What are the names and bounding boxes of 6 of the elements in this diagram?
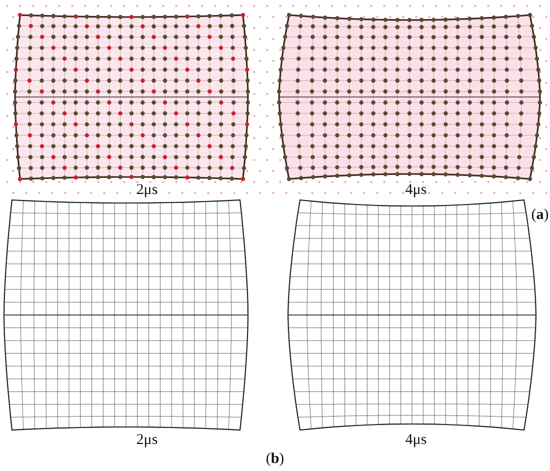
time-label: 4μs	[405, 183, 427, 198]
time-label: 4μs	[405, 433, 427, 448]
panel-label: (b)	[266, 452, 284, 467]
time-label: 2μs	[136, 183, 158, 198]
panel-label: (a)	[531, 208, 549, 223]
time-label: 2μs	[136, 433, 158, 448]
